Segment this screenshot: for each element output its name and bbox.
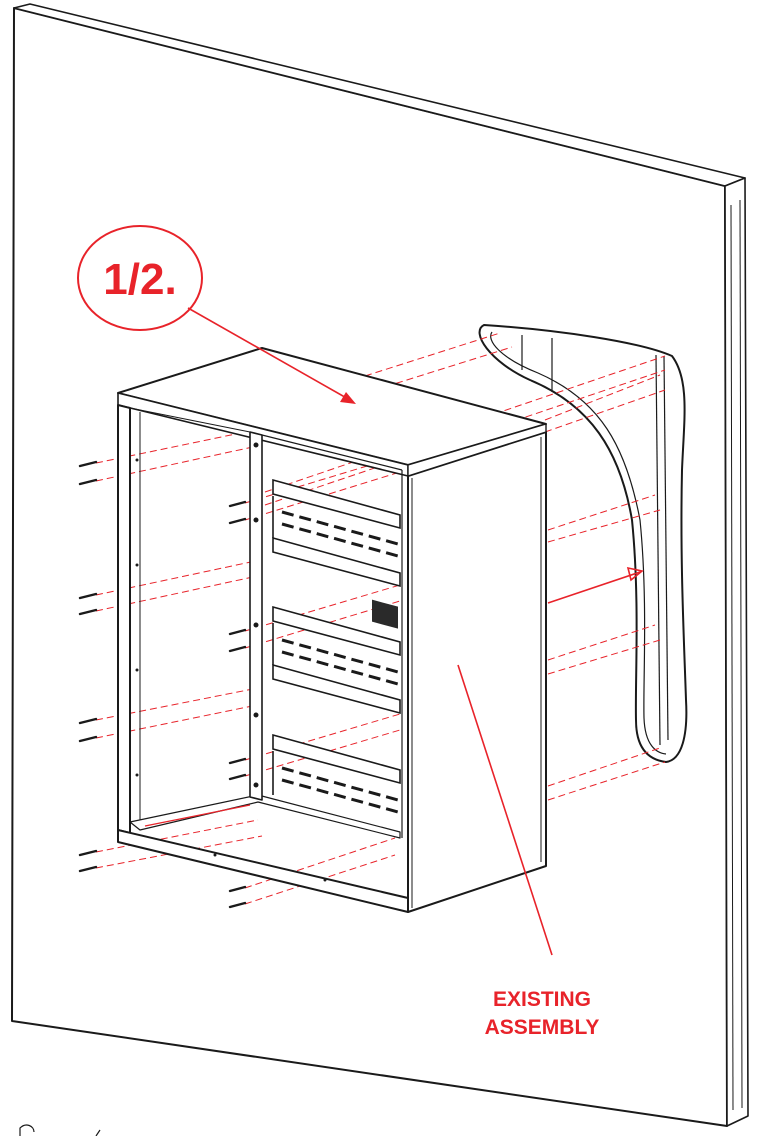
assembly-arrow-line — [547, 571, 641, 604]
rail-slots — [281, 510, 399, 814]
mounting-channel — [478, 324, 688, 763]
din-rails — [272, 478, 401, 795]
step-circle — [77, 225, 203, 331]
rail-holes — [135, 442, 327, 882]
step-leader-line — [187, 307, 351, 401]
existing-assembly-callout: EXISTING ASSEMBLY — [457, 566, 644, 1039]
assembly-arrowhead — [626, 566, 644, 582]
assembly-label-line2: ASSEMBLY — [485, 1016, 600, 1039]
assembly-leader-line — [457, 664, 553, 956]
cabinet — [117, 347, 547, 913]
assembly-label-line1: EXISTING — [493, 988, 591, 1011]
step-callout: 1/2. — [77, 225, 356, 404]
corner-mark — [19, 1124, 101, 1136]
vent-grille — [372, 599, 398, 629]
step-number-label: 1/2. — [103, 255, 176, 304]
cabinet-side-panel — [407, 431, 547, 913]
screws — [78, 460, 247, 909]
step-leader-arrowhead — [340, 392, 356, 404]
